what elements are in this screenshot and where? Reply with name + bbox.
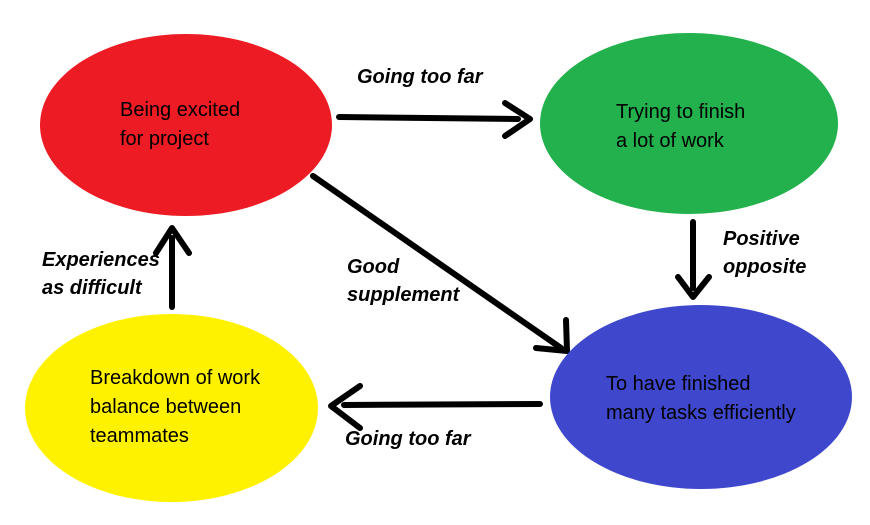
node-label-trying-to-finish: Trying to finish a lot of work (616, 98, 745, 156)
edge-label-line: Going too far (357, 66, 483, 88)
node-label-breakdown-work-balance: Breakdown of work balance between teamma… (90, 364, 260, 451)
edge-label-going-too-far-bottom: Going too far (345, 425, 471, 453)
edge-label-line: opposite (723, 256, 807, 278)
node-breakdown-work-balance (25, 314, 318, 502)
node-label-line: Being excited (120, 99, 241, 121)
node-label-line: teammates (90, 425, 189, 447)
node-label-being-excited: Being excited for project (120, 96, 240, 154)
arrow-trying-to-finished (675, 219, 712, 300)
edge-label-line: Experiences (42, 249, 160, 271)
node-label-line: Trying to finish (616, 101, 746, 123)
node-label-line: To have finished (606, 373, 751, 395)
node-label-line: balance between (90, 396, 242, 418)
edge-label-line: Positive (723, 228, 800, 250)
node-label-line: a lot of work (616, 130, 724, 152)
node-being-excited (40, 34, 332, 216)
arrow-breakdown-to-excited (153, 225, 192, 310)
arrow-excited-to-trying (336, 100, 533, 139)
edge-label-good-supplement: Good supplement (347, 253, 459, 309)
edge-label-going-too-far-top: Going too far (357, 63, 483, 91)
edge-label-line: as difficult (42, 277, 142, 299)
edge-label-experiences-as-difficult: Experiences as difficult (42, 246, 160, 302)
arrow-finished-to-breakdown (328, 383, 543, 431)
edge-label-line: Good (347, 256, 400, 278)
node-trying-to-finish (540, 33, 838, 214)
edge-label-line: supplement (347, 284, 460, 306)
node-finished-many-tasks (550, 305, 852, 489)
arrow-excited-to-finished (310, 173, 570, 354)
node-label-line: many tasks efficiently (606, 402, 796, 424)
node-label-line: Breakdown of work (90, 367, 261, 389)
edge-label-line: Going too far (345, 428, 471, 450)
node-label-line: for project (120, 128, 209, 150)
edge-label-positive-opposite: Positive opposite (723, 225, 806, 281)
node-label-finished-many-tasks: To have finished many tasks efficiently (606, 370, 796, 428)
